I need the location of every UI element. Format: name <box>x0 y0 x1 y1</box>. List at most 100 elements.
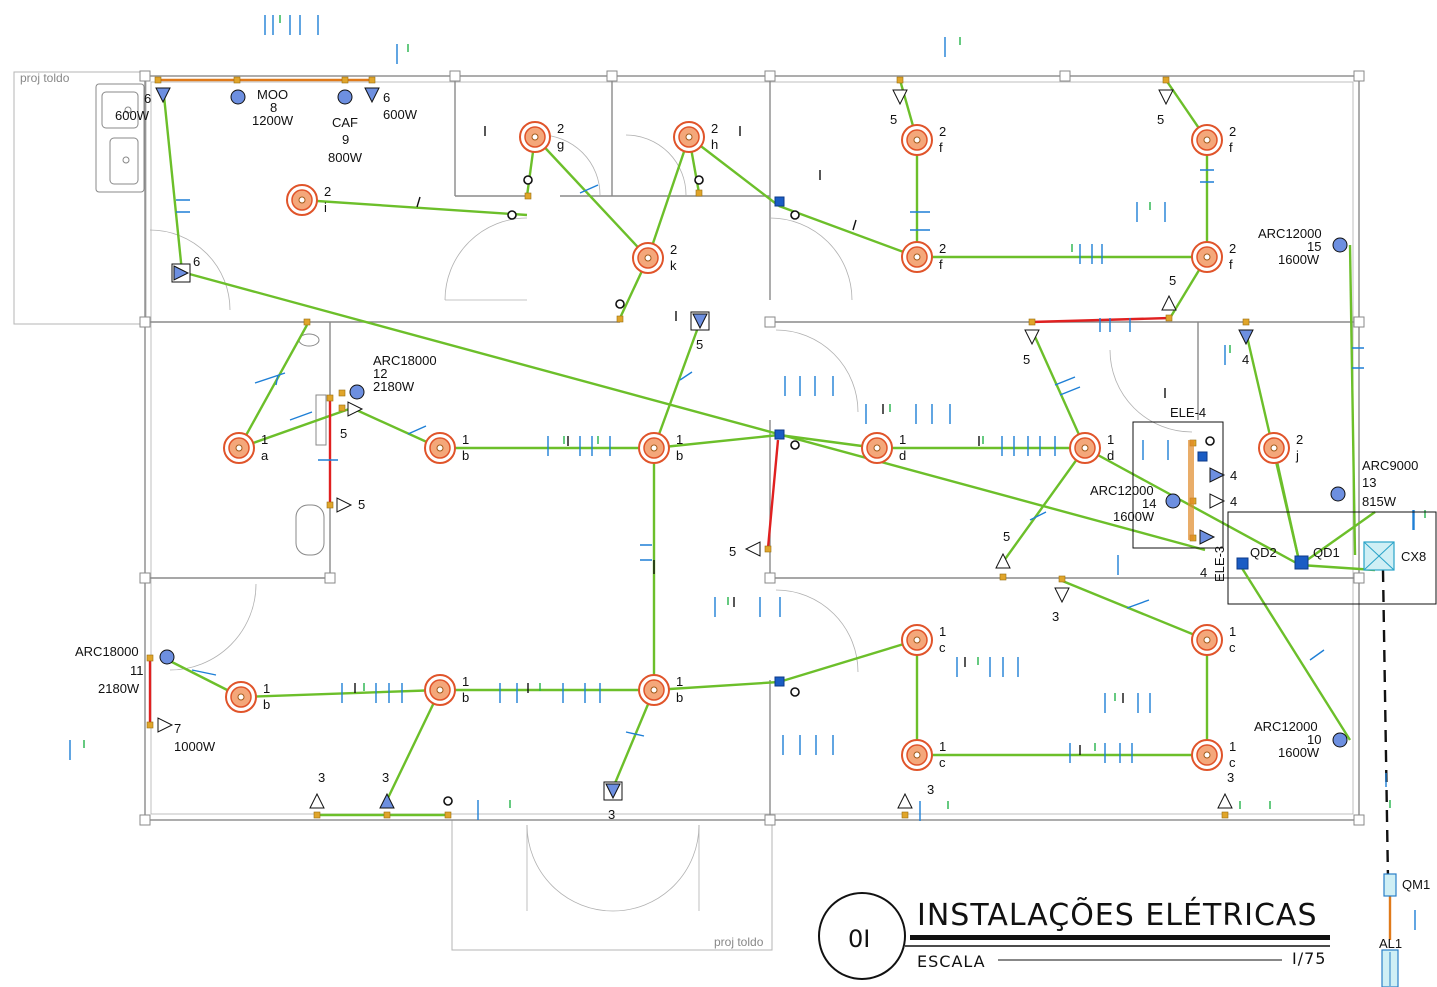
svg-text:3: 3 <box>1227 770 1234 785</box>
outlet-icon <box>995 552 1011 569</box>
outlet-icon <box>1209 493 1226 509</box>
equip-power: 1600W <box>1278 252 1320 267</box>
equip-power: 815W <box>1362 494 1397 509</box>
junction-box-icon <box>774 676 785 687</box>
switch-icon <box>790 440 800 450</box>
ceiling-light-icon: 2g <box>519 121 564 153</box>
light-switch-label: b <box>676 690 683 705</box>
light-circuit-label: 1 <box>1229 624 1236 639</box>
light-circuit-label: 2 <box>1229 124 1236 139</box>
svg-text:5: 5 <box>729 544 736 559</box>
ceiling-light-icon: 1a <box>223 432 269 464</box>
light-switch-label: d <box>1107 448 1114 463</box>
scale-label: ESCALA <box>917 952 986 971</box>
equip-name: ARC18000 <box>75 644 139 659</box>
outlet-icon <box>1161 294 1177 311</box>
light-switch-label: j <box>1295 448 1299 463</box>
light-switch-label: a <box>261 448 269 463</box>
outlet-icon <box>336 497 353 513</box>
light-circuit-label: 2 <box>711 121 718 136</box>
equip-power: 1600W <box>1113 509 1155 524</box>
outlet-icon <box>892 89 908 106</box>
switch-icon <box>1205 436 1215 446</box>
ceiling-light-icon: 2f <box>1191 124 1236 156</box>
light-switch-label: f <box>939 140 943 155</box>
equip-name: ARC9000 <box>1362 458 1418 473</box>
svg-text:5: 5 <box>1023 352 1030 367</box>
svg-text:3: 3 <box>608 807 615 822</box>
equip-name: ARC18000 <box>373 353 437 368</box>
ceiling-light-icon: 2k <box>632 242 677 274</box>
outlets <box>146 76 1348 819</box>
outlet-icon <box>157 717 174 733</box>
light-switch-label: h <box>711 137 718 152</box>
ceiling-light-icon: 1b <box>424 674 469 706</box>
light-circuit-label: 2 <box>939 241 946 256</box>
equip-circuit: 7 <box>174 721 181 736</box>
outlet-icon <box>1217 792 1233 809</box>
equip-circuit: 12 <box>373 366 387 381</box>
ceiling-light-icon: 1d <box>861 432 906 464</box>
equip-circuit: 15 <box>1307 239 1321 254</box>
svg-text:3: 3 <box>382 770 389 785</box>
light-switch-label: c <box>1229 755 1236 770</box>
ceiling-light-icon: 2i <box>286 184 331 216</box>
svg-text:3: 3 <box>318 770 325 785</box>
ceiling-light-icon: 1c <box>901 624 946 656</box>
outlet-icon <box>309 792 325 809</box>
equip-power: 2180W <box>373 379 415 394</box>
ceiling-light-icon: 1c <box>901 739 946 771</box>
svg-text:4: 4 <box>1230 494 1237 509</box>
junction-box-icon <box>1197 451 1208 462</box>
switch-icon <box>790 687 800 697</box>
al1-label: AL1 <box>1379 936 1402 951</box>
equip-circuit: 11 <box>130 663 144 678</box>
outlet-icon <box>1024 329 1040 346</box>
equipment-labels: MOO 8 1200W CAF 9 800W 6 600W 6 600W ARC… <box>75 87 1418 760</box>
appliance-outlet-icon <box>1165 493 1181 509</box>
light-switch-label: f <box>1229 257 1233 272</box>
light-switch-label: c <box>939 755 946 770</box>
equip-circuit: 9 <box>342 132 349 147</box>
svg-text:4: 4 <box>1200 565 1207 580</box>
ceiling-light-icon: 1c <box>1191 739 1236 771</box>
equip-name: ARC12000 <box>1258 226 1322 241</box>
light-circuit-label: 2 <box>557 121 564 136</box>
svg-text:3: 3 <box>1052 609 1059 624</box>
light-switch-label: g <box>557 137 564 152</box>
light-switch-label: k <box>670 258 677 273</box>
equip-circuit: 10 <box>1307 732 1321 747</box>
light-circuit-label: 1 <box>1107 432 1114 447</box>
light-circuit-label: 1 <box>462 674 469 689</box>
svg-text:4: 4 <box>1242 352 1249 367</box>
svg-text:5: 5 <box>1169 273 1176 288</box>
ceiling-light-icon: 1b <box>638 674 683 706</box>
ceiling-lights: 2i2g2h2k2f2f2f2f1a1b1b1d1d2j1b1b1b1c1c1c… <box>223 121 1303 771</box>
svg-text:5: 5 <box>358 497 365 512</box>
light-circuit-label: 1 <box>899 432 906 447</box>
equip-name: MOO <box>257 87 288 102</box>
equip-power: 800W <box>328 150 363 165</box>
switch-icon <box>507 210 517 220</box>
ele4-label: ELE-4 <box>1170 405 1206 420</box>
qm1-label: QM1 <box>1402 877 1430 892</box>
equip-circuit: 6 <box>144 91 151 106</box>
outlet-icon <box>897 792 913 809</box>
light-circuit-label: 2 <box>1229 241 1236 256</box>
switch-icon <box>615 299 625 309</box>
outlet-icon <box>1238 329 1254 346</box>
light-switch-label: d <box>899 448 906 463</box>
outlet-circuit-labels: 6 5 5 5 5 4 5 5 5 5 5 4 4 4 3 3 3 3 3 3 <box>193 112 1249 822</box>
qd1-label: QD1 <box>1313 545 1340 560</box>
equip-power: 600W <box>115 108 150 123</box>
light-circuit-label: 2 <box>939 124 946 139</box>
appliance-outlet-icon <box>230 89 246 105</box>
equip-circuit: 14 <box>1142 496 1156 511</box>
equip-power: 1000W <box>174 739 216 754</box>
ceiling-light-icon: 1d <box>1069 432 1114 464</box>
light-circuit-label: 1 <box>676 432 683 447</box>
light-circuit-label: 1 <box>676 674 683 689</box>
awning-label-bottom: proj toldo <box>714 935 764 949</box>
light-switch-label: i <box>324 200 327 215</box>
light-circuit-label: 1 <box>462 432 469 447</box>
